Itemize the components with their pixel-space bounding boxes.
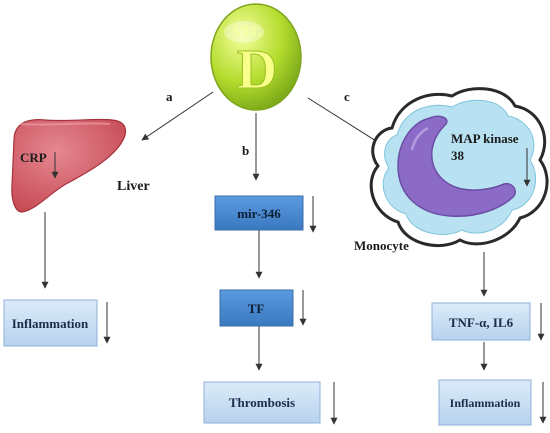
- monocyte-cell: [369, 87, 549, 248]
- arrow-vitamin-to-monocyte: [307, 97, 385, 147]
- monocyte-marker-line2: 38: [451, 148, 465, 163]
- tnf-il6-box: [431, 302, 531, 341]
- inflammation-right-box: [438, 379, 532, 426]
- tnf-il6-label: TNF-α, IL6: [449, 315, 514, 330]
- inflammation-left-box: [3, 299, 98, 347]
- vitamin-d-letter: D: [237, 39, 277, 101]
- thrombosis-label: Thrombosis: [229, 395, 295, 410]
- monocyte-label: Monocyte: [354, 238, 409, 253]
- thrombosis-box: [203, 381, 321, 424]
- inflammation-right-label: Inflammation: [450, 396, 521, 410]
- mir346-box: [214, 195, 304, 231]
- vitamin-d-capsule: VIT. D: [210, 3, 302, 111]
- tf-label: TF: [248, 301, 265, 316]
- liver-shape: [11, 118, 127, 213]
- pathway-label-b: b: [242, 143, 249, 158]
- pathway-label-c: c: [344, 89, 350, 104]
- arrow-vitamin-to-liver: [141, 91, 214, 141]
- monocyte-marker-line1: MAP kinase: [451, 131, 519, 146]
- vitamin-vit-label: VIT.: [232, 24, 262, 40]
- inflammation-left-label: Inflammation: [12, 316, 89, 331]
- pathway-label-a: a: [166, 89, 173, 104]
- liver-marker-crp: CRP: [20, 150, 47, 165]
- tf-box: [219, 289, 294, 327]
- mir346-label: mir-346: [237, 206, 281, 221]
- liver-label: Liver: [117, 179, 150, 194]
